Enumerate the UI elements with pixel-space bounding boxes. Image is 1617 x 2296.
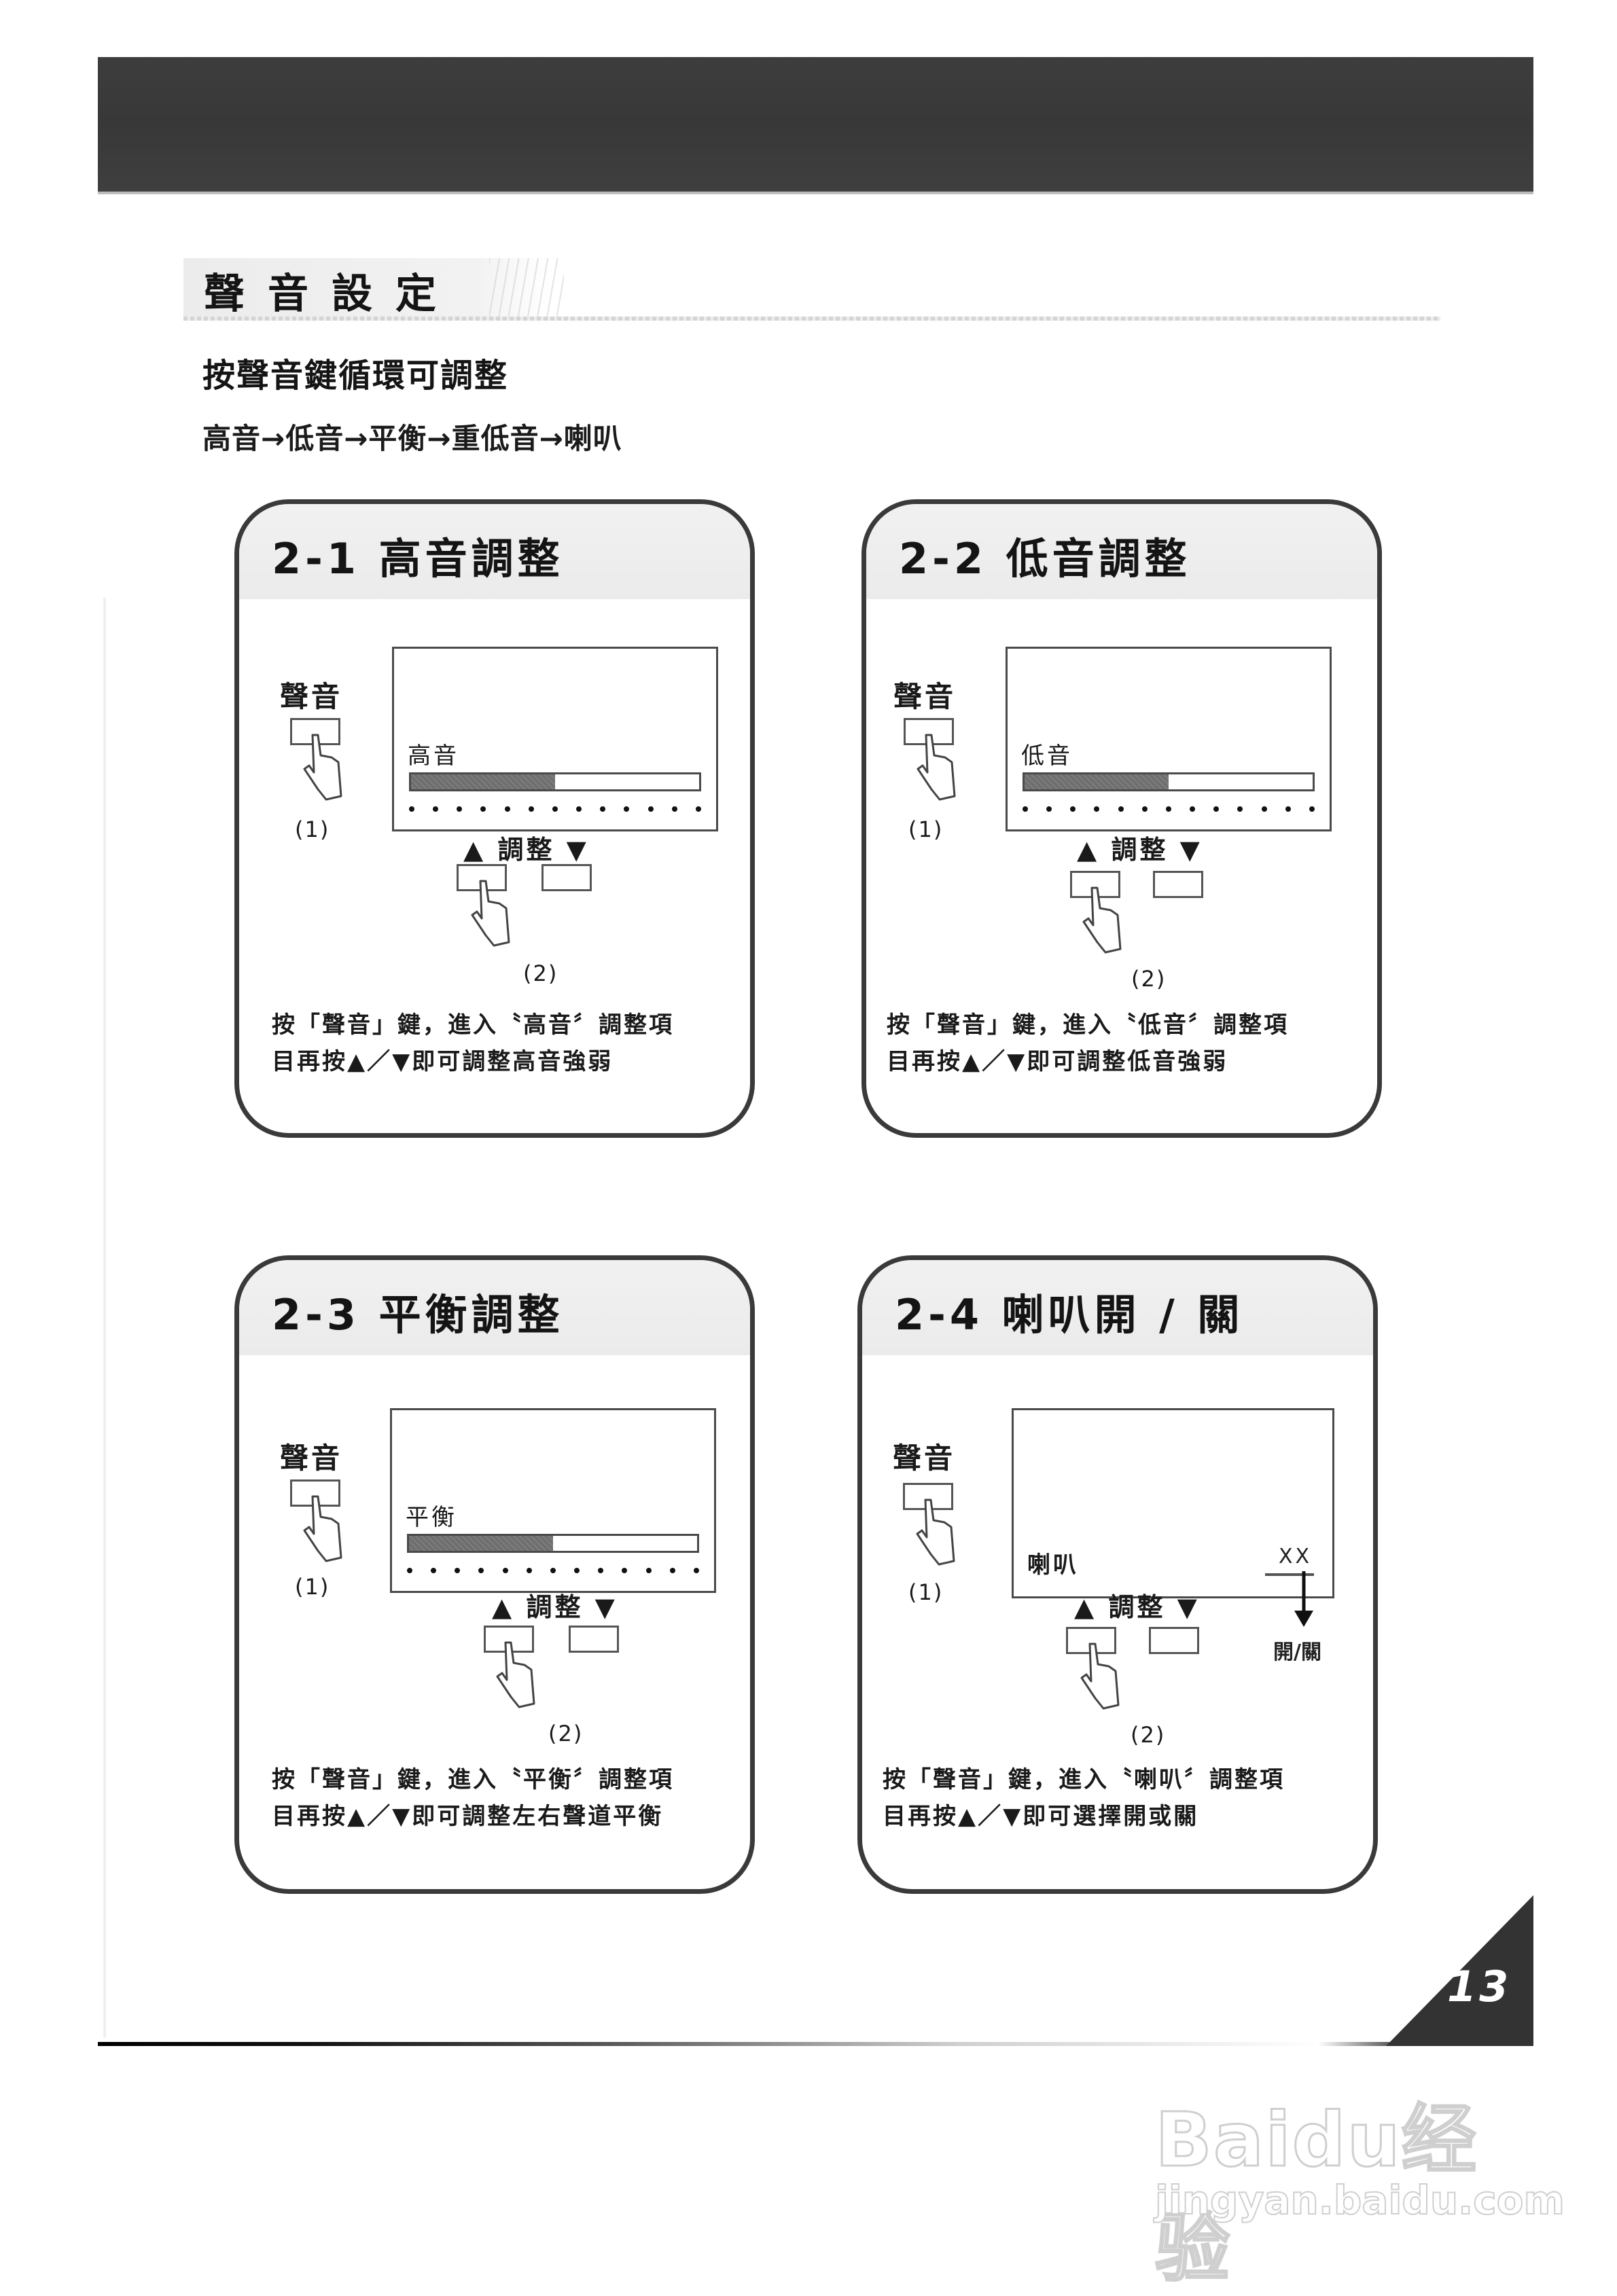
panel-title: 2-2 低音調整 bbox=[899, 534, 1191, 584]
pointing-hand-icon bbox=[303, 734, 342, 801]
down-key-button[interactable] bbox=[541, 864, 592, 891]
panel-title: 2-3 平衡調整 bbox=[272, 1290, 564, 1340]
pointing-hand-icon bbox=[1082, 886, 1122, 954]
panel-balance: 2-3 平衡調整 聲音 (1) 平衡 ▲ 調整 ▼ (2) 按「聲音」鍵，進入〝… bbox=[234, 1255, 755, 1894]
level-bar-fill bbox=[411, 774, 555, 789]
value-underline bbox=[1265, 1573, 1314, 1576]
sound-key-label: 聲音 bbox=[893, 1441, 956, 1475]
left-margin-rule bbox=[103, 598, 106, 2038]
panel-title: 2-4 喇叭開 / 關 bbox=[895, 1290, 1244, 1340]
sound-key-label: 聲音 bbox=[280, 1441, 343, 1475]
speaker-value: XX bbox=[1279, 1545, 1313, 1568]
down-arrow-icon bbox=[1294, 1571, 1313, 1627]
panel-treble: 2-1 高音調整 聲音 (1) 高音 ▲ 調整 ▼ (2) 按「聲音」鍵，進入〝… bbox=[234, 499, 755, 1138]
adjust-label: ▲ 調整 ▼ bbox=[463, 835, 589, 865]
step-2-label: (2) bbox=[523, 961, 558, 986]
level-dots bbox=[409, 806, 701, 812]
panel-header bbox=[862, 1260, 1373, 1355]
pointing-hand-icon bbox=[1080, 1643, 1120, 1710]
level-bar bbox=[409, 772, 701, 791]
display-screen: 平衡 bbox=[390, 1408, 716, 1593]
panel-bass: 2-2 低音調整 聲音 (1) 低音 ▲ 調整 ▼ (2) 按「聲音」鍵，進入〝… bbox=[861, 499, 1382, 1138]
section-title-hatch bbox=[489, 258, 564, 321]
level-bar-fill bbox=[409, 1536, 553, 1551]
section-rule bbox=[183, 317, 1440, 321]
step-1-label: (1) bbox=[295, 817, 330, 842]
step-2-label: (2) bbox=[1131, 966, 1167, 992]
panel-header bbox=[239, 504, 750, 599]
adjust-sequence: 高音→低音→平衡→重低音→喇叭 bbox=[202, 422, 622, 455]
screen-label: 喇叭 bbox=[1027, 1551, 1079, 1579]
step-2-label: (2) bbox=[1131, 1722, 1166, 1748]
screen-label: 低音 bbox=[1021, 742, 1073, 770]
level-bar-fill bbox=[1025, 774, 1169, 789]
header-band bbox=[98, 57, 1533, 194]
panel-description-line-2: 目再按▲／▼即可調整低音強弱 bbox=[887, 1048, 1228, 1075]
pointing-hand-icon bbox=[496, 1641, 535, 1708]
screen-label: 高音 bbox=[408, 742, 459, 770]
on-off-caption: 開/關 bbox=[1273, 1640, 1321, 1664]
page-number: 13 bbox=[1447, 1962, 1512, 2011]
pointing-hand-icon bbox=[917, 734, 956, 801]
sound-key-label: 聲音 bbox=[893, 680, 957, 713]
watermark-url: jingyan.baidu.com bbox=[1154, 2176, 1565, 2224]
down-key-button[interactable] bbox=[1153, 871, 1203, 898]
screen-label: 平衡 bbox=[406, 1504, 457, 1531]
panel-header bbox=[866, 504, 1377, 599]
adjust-label: ▲ 調整 ▼ bbox=[1074, 1592, 1200, 1622]
panel-description-line-2: 目再按▲／▼即可選擇開或關 bbox=[883, 1803, 1199, 1830]
adjust-label: ▲ 調整 ▼ bbox=[1077, 835, 1203, 865]
pointing-hand-icon bbox=[471, 880, 510, 947]
panel-header bbox=[239, 1260, 750, 1355]
panel-description-line-2: 目再按▲／▼即可調整左右聲道平衡 bbox=[272, 1803, 664, 1830]
step-1-label: (1) bbox=[908, 817, 944, 842]
panel-title: 2-1 高音調整 bbox=[272, 534, 564, 584]
sound-key-label: 聲音 bbox=[280, 680, 343, 713]
pointing-hand-icon bbox=[916, 1499, 955, 1566]
panel-description-line-1: 按「聲音」鍵，進入〝高音〞調整項 bbox=[272, 1011, 674, 1039]
pointing-hand-icon bbox=[303, 1495, 342, 1562]
down-key-button[interactable] bbox=[1149, 1627, 1199, 1654]
down-key-button[interactable] bbox=[569, 1626, 619, 1653]
display-screen: 低音 bbox=[1006, 647, 1332, 831]
display-screen: 高音 bbox=[392, 647, 718, 831]
panel-speaker: 2-4 喇叭開 / 關 聲音 (1) 喇叭 XX 開/關 ▲ 調整 ▼ (2) … bbox=[857, 1255, 1378, 1894]
panel-description-line-1: 按「聲音」鍵，進入〝平衡〞調整項 bbox=[272, 1766, 674, 1793]
step-1-label: (1) bbox=[295, 1574, 330, 1600]
watermark: Baidu经验 jingyan.baidu.com bbox=[1154, 2058, 1565, 2293]
level-bar bbox=[407, 1534, 699, 1553]
step-1-label: (1) bbox=[908, 1579, 944, 1605]
footer-rule bbox=[98, 2042, 1533, 2046]
panel-description-line-1: 按「聲音」鍵，進入〝喇叭〞調整項 bbox=[883, 1766, 1285, 1793]
adjust-label: ▲ 調整 ▼ bbox=[492, 1592, 618, 1622]
section-subtitle: 按聲音鍵循環可調整 bbox=[202, 357, 509, 395]
level-bar bbox=[1023, 772, 1315, 791]
panel-description-line-2: 目再按▲／▼即可調整高音強弱 bbox=[272, 1048, 614, 1075]
step-2-label: (2) bbox=[548, 1721, 584, 1746]
panel-description-line-1: 按「聲音」鍵，進入〝低音〞調整項 bbox=[887, 1011, 1289, 1039]
section-title: 聲音設定 bbox=[204, 270, 459, 318]
level-dots bbox=[1023, 806, 1315, 812]
level-dots bbox=[407, 1568, 699, 1573]
display-screen: 喇叭 XX bbox=[1012, 1408, 1334, 1598]
watermark-logo: Baidu经验 bbox=[1154, 2096, 1478, 2293]
